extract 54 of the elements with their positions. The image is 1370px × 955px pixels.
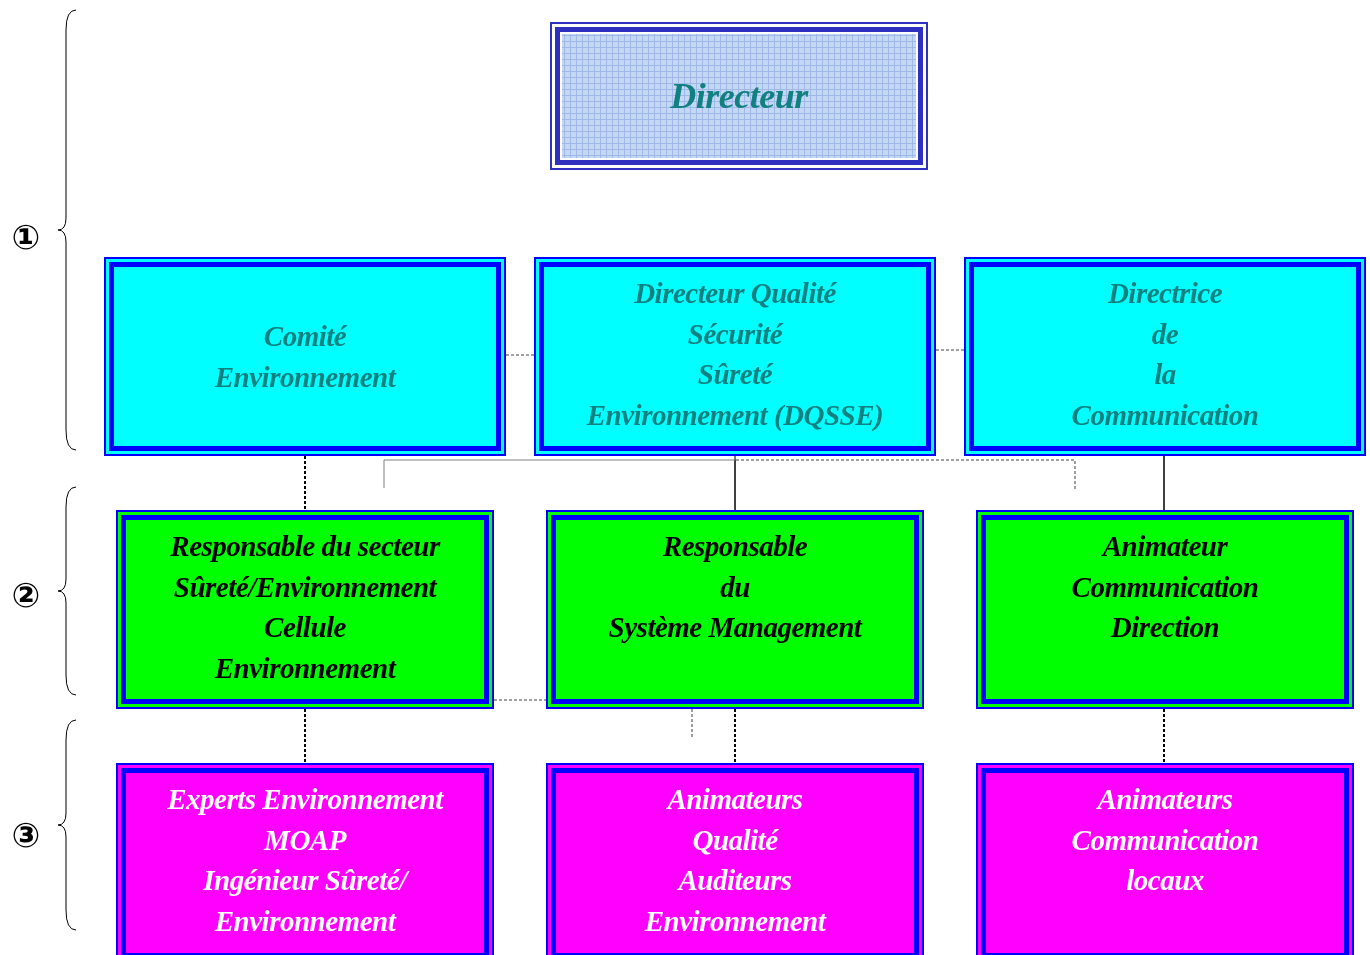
role-text: Auditeurs <box>678 863 792 898</box>
level-number: ① <box>10 217 42 257</box>
role-text: Animateurs <box>667 782 803 817</box>
connector-line <box>505 354 535 356</box>
level-number: ③ <box>10 815 42 855</box>
org-box <box>546 763 924 955</box>
role-text: Directrice <box>1107 276 1223 311</box>
org-box <box>976 763 1354 955</box>
org-box <box>104 257 506 456</box>
role-text: Environnement <box>644 903 826 939</box>
connector-line <box>734 455 1076 491</box>
role-text: de <box>1151 316 1179 352</box>
role-text: Directeur Qualité <box>634 276 836 311</box>
role-text: Communication <box>1071 397 1259 433</box>
role-text: Direction <box>1110 610 1220 645</box>
role-text: Experts Environnement <box>167 782 443 817</box>
role-text: Animateur <box>1102 529 1228 564</box>
connector-line <box>691 708 693 739</box>
role-text: Environnement <box>214 359 396 395</box>
org-box <box>116 763 494 955</box>
role-text: Communication <box>1071 569 1259 605</box>
role-text: Sécurité <box>687 316 783 352</box>
role-text: Directeur <box>670 75 808 117</box>
connector-line <box>493 699 547 701</box>
role-text: Qualité <box>692 822 778 858</box>
role-text: Environnement (DQSSE) <box>586 397 884 433</box>
connector-line <box>1163 455 1165 511</box>
role-text: Comité <box>263 319 347 354</box>
level-number: ② <box>10 575 42 615</box>
role-text: la <box>1154 357 1176 392</box>
role-text: Communication <box>1071 822 1259 858</box>
org-box <box>534 257 936 456</box>
connector-line <box>734 708 736 764</box>
connector-line <box>304 708 306 764</box>
org-box <box>976 510 1354 709</box>
role-text: Animateurs <box>1097 782 1233 817</box>
role-text: Sûreté/Environnement <box>173 569 437 605</box>
role-text: Environnement <box>214 903 396 939</box>
role-text: Sûreté <box>697 357 773 392</box>
role-text: locaux <box>1126 863 1204 898</box>
role-text: Responsable du secteur <box>170 529 440 564</box>
role-text: Cellule <box>264 610 346 645</box>
connector-line <box>935 349 965 351</box>
role-text: du <box>720 569 750 605</box>
connector-line <box>1163 708 1165 764</box>
connector-line <box>304 455 306 511</box>
org-box <box>964 257 1366 456</box>
role-text: MOAP <box>264 822 346 858</box>
org-box <box>116 510 494 709</box>
role-text: Responsable <box>662 529 808 564</box>
role-text: Système Management <box>608 610 862 645</box>
org-box <box>550 22 928 170</box>
role-text: Environnement <box>214 650 396 686</box>
org-box <box>546 510 924 709</box>
